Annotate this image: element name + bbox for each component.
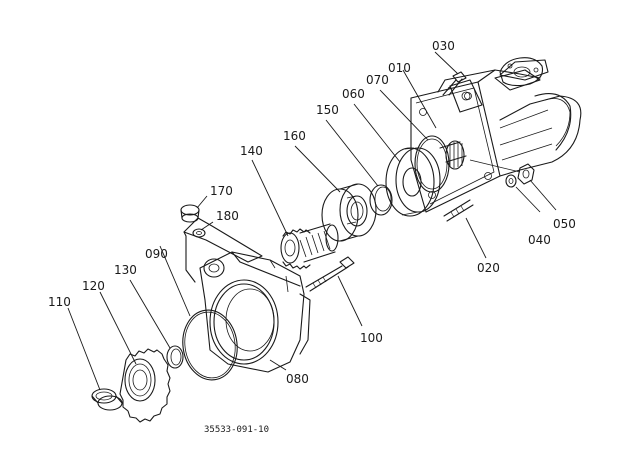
part-180-washer [192,228,206,238]
label-020: 020 [477,261,500,275]
part-020-stud [443,199,474,222]
part-labels: 030 010 070 060 150 160 140 170 180 020 … [48,39,576,386]
part-010-pump-assembly [410,57,582,213]
part-050-nut [517,163,535,185]
part-170-plug-bolt [180,204,200,223]
part-150-snap-ring [369,184,393,216]
part-140-gear-shaft [280,223,339,270]
part-030-bolt [442,71,467,96]
part-090-o-ring [182,309,238,381]
label-170: 170 [210,184,233,198]
label-090: 090 [145,247,168,261]
part-130-snap-ring [166,345,184,369]
label-040: 040 [528,233,551,247]
part-060-collar [385,147,441,217]
part-160-bearing [321,183,377,242]
label-150: 150 [316,103,339,117]
part-120-gear [119,348,171,423]
label-010: 010 [388,61,411,75]
label-130: 130 [114,263,137,277]
reference-code: 35533-091-10 [204,425,269,435]
label-180: 180 [216,209,239,223]
label-050: 050 [553,217,576,231]
label-160: 160 [283,129,306,143]
label-110: 110 [48,295,71,309]
label-030: 030 [432,39,455,53]
part-080-gear-case [183,217,311,373]
part-110-collar [91,388,123,411]
part-100-bolt [305,256,355,292]
part-040-washer [505,174,517,188]
part-070-o-ring [414,135,450,193]
label-140: 140 [240,144,263,158]
leader-lines [67,51,557,391]
label-070: 070 [366,73,389,87]
label-100: 100 [360,331,383,345]
label-060: 060 [342,87,365,101]
label-120: 120 [82,279,105,293]
label-080: 080 [286,372,309,386]
